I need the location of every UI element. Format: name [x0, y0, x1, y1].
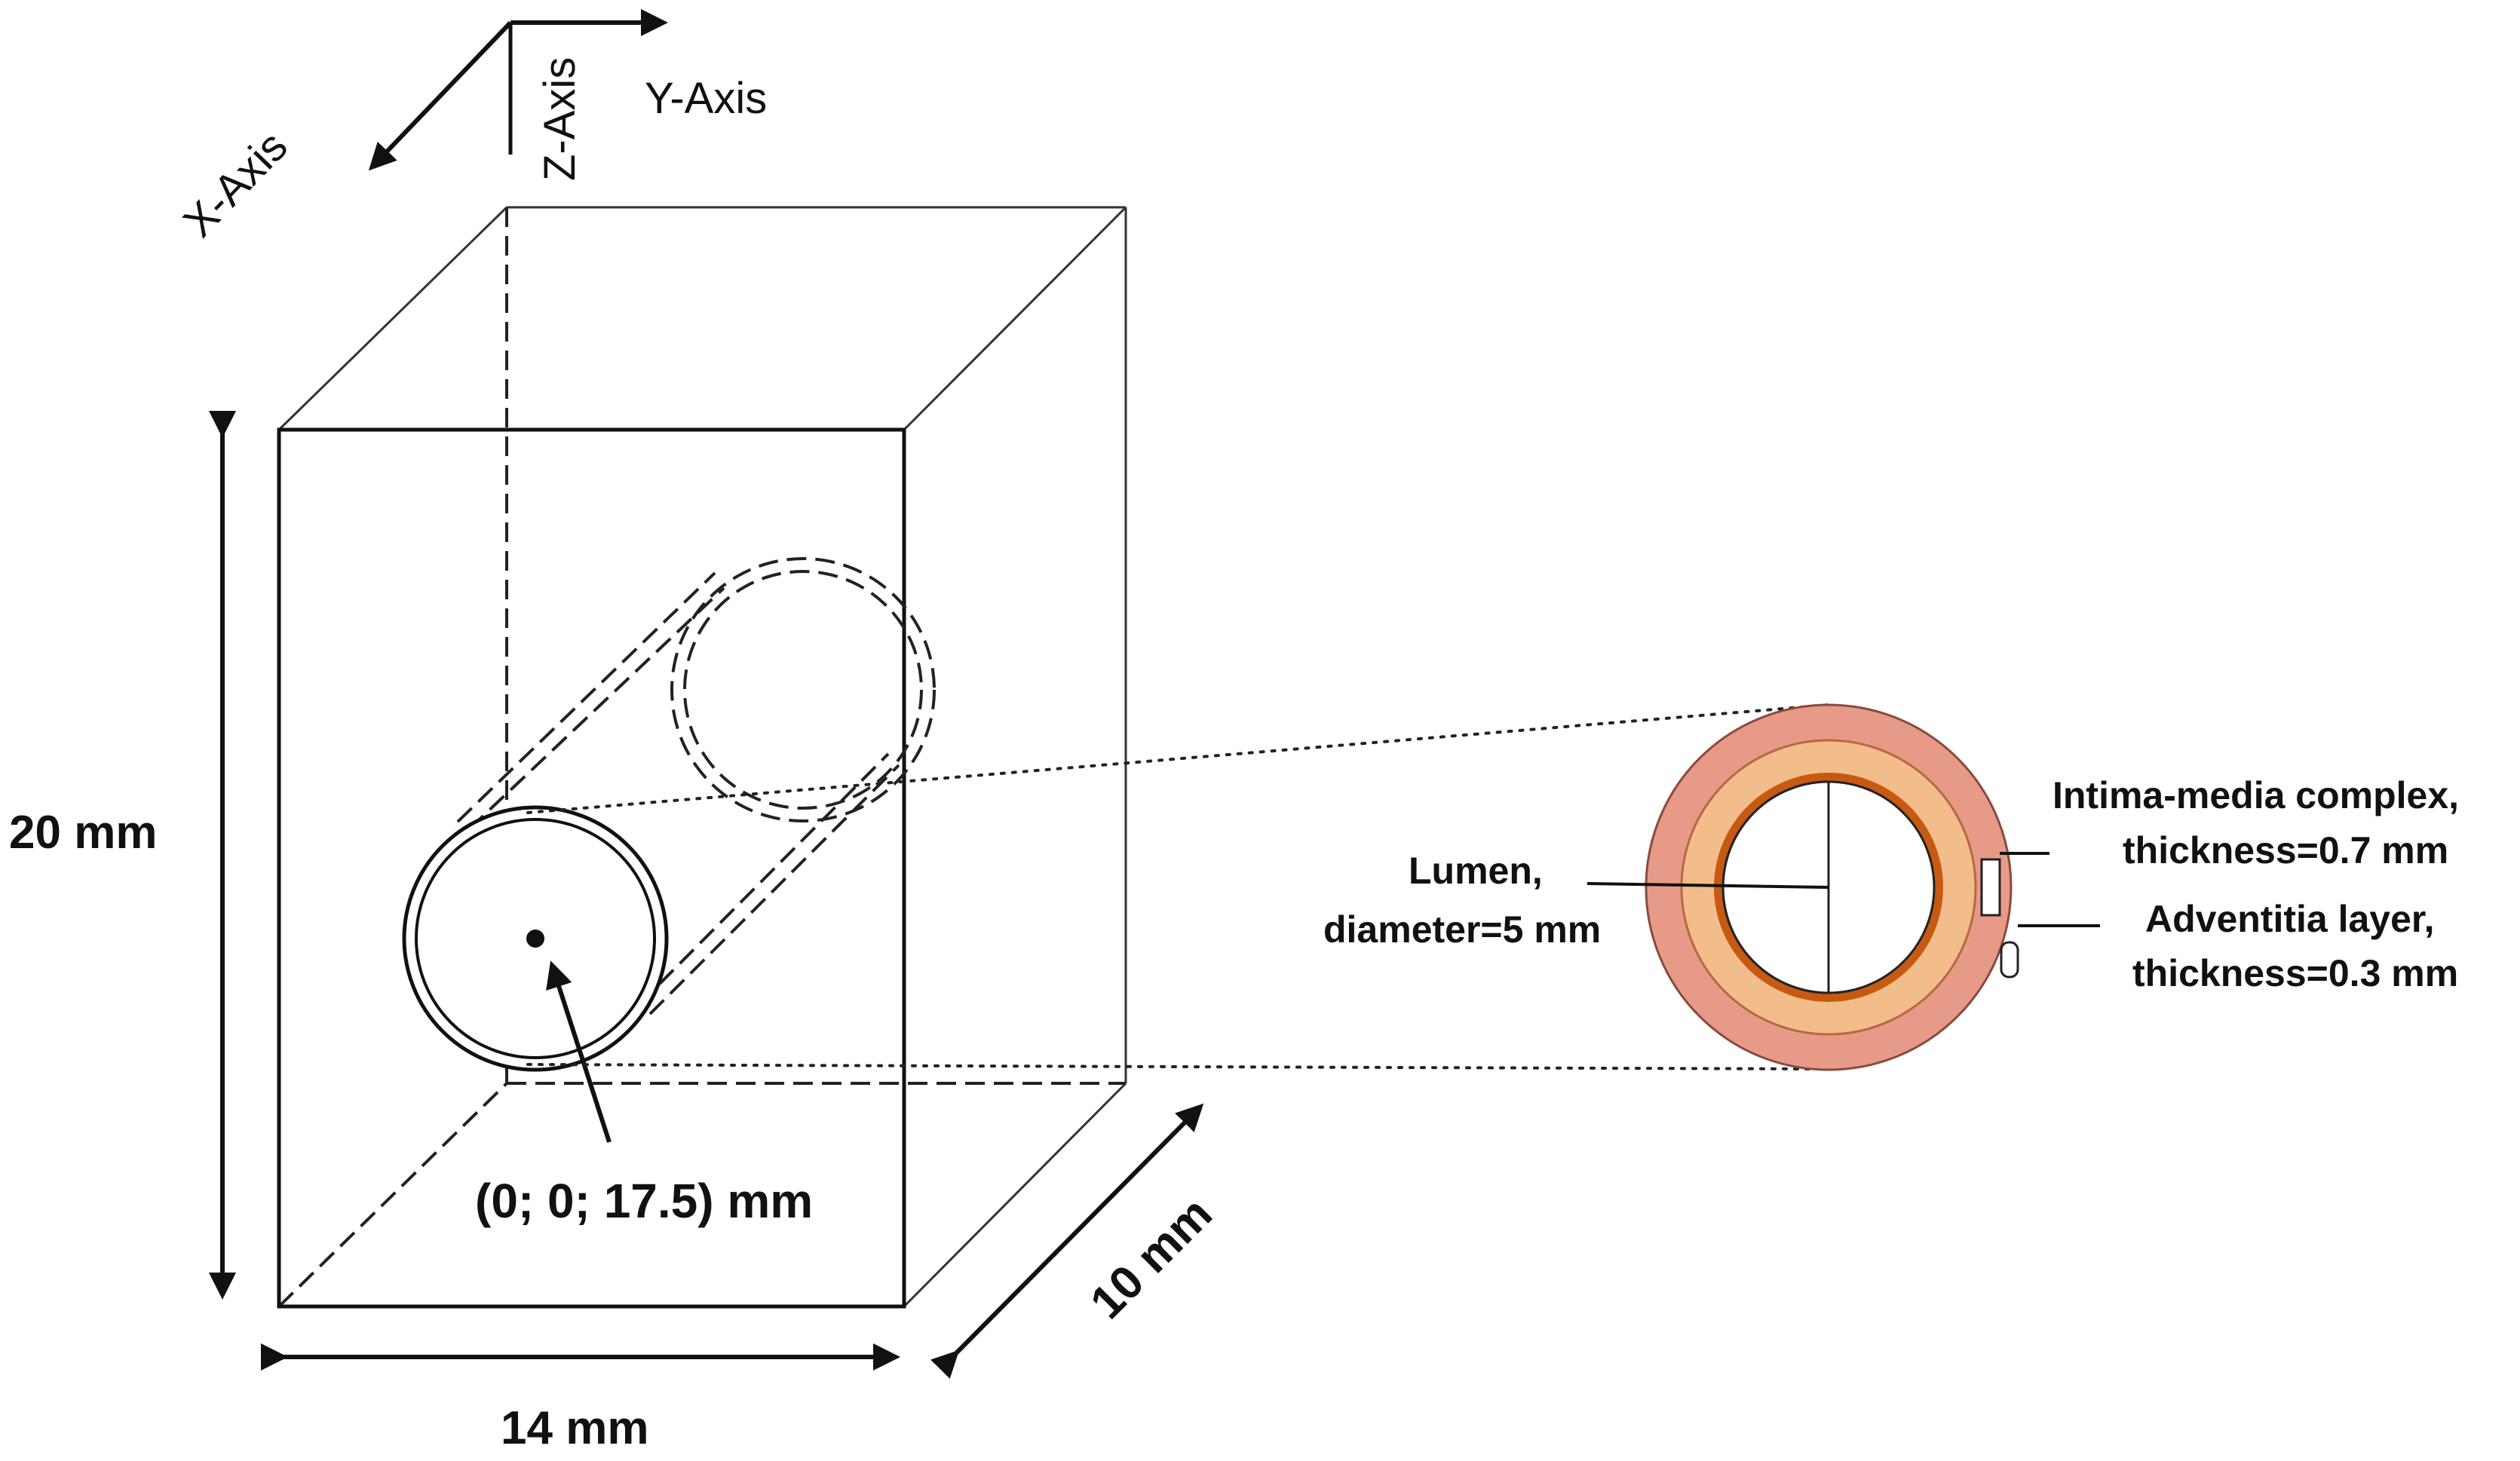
dimension-height: 20 mm: [9, 411, 236, 1300]
center-point-marker: [526, 930, 544, 948]
intima-thickness-marker: [1980, 858, 2001, 917]
adventitia-label-line1: Adventitia layer,: [2145, 898, 2435, 940]
intima-label-line2: thickness=0.7 mm: [2123, 829, 2448, 871]
box-top-right-edge: [903, 206, 1127, 431]
height-label: 20 mm: [9, 807, 157, 859]
center-point-pointer: [546, 960, 612, 1143]
lumen-annotation: Lumen, diameter=5 mm: [1323, 850, 1829, 951]
adventitia-label-line2: thickness=0.3 mm: [2132, 952, 2458, 994]
projection-line-top: [526, 703, 1830, 814]
adventitia-thickness-marker: [2000, 941, 2019, 979]
lumen-label-line2: diameter=5 mm: [1323, 908, 1601, 951]
tube-top-outline: [456, 571, 716, 823]
dimension-depth: 10 mm: [930, 1103, 1222, 1379]
depth-arrow: [930, 1103, 1204, 1379]
intima-label-line1: Intima-media complex,: [2052, 774, 2459, 816]
projection-line-bottom: [526, 1063, 1830, 1070]
tube-far-outer-circle: [670, 557, 936, 822]
tube-bottom-outline-inner: [638, 752, 890, 1006]
box-hidden-diagonal-edge: [277, 1082, 508, 1308]
intima-annotation: Intima-media complex, thickness=0.7 mm: [2000, 774, 2459, 871]
dimension-width: 14 mm: [261, 1343, 900, 1454]
vessel-tube: [402, 557, 936, 1072]
lumen-leader: [1586, 882, 1829, 889]
lumen-label-line1: Lumen,: [1409, 850, 1543, 892]
axis-indicator: X-Axis Z-Axis Y-Axis: [174, 9, 767, 247]
x-axis-arrow: [368, 20, 513, 171]
box-front-face: [277, 427, 906, 1309]
z-axis-label: Z-Axis: [535, 57, 584, 181]
adventitia-annotation: Adventitia layer, thickness=0.3 mm: [2018, 898, 2458, 994]
center-point-label: (0; 0; 17.5) mm: [475, 1174, 813, 1228]
tube-top-outline-inner: [468, 587, 725, 831]
box-bottom-right-edge: [903, 1082, 1127, 1308]
x-axis-label: X-Axis: [174, 121, 297, 247]
vessel-cross-section: [1645, 703, 2019, 1071]
box-top-left-edge: [277, 206, 508, 431]
y-axis-label: Y-Axis: [645, 74, 767, 123]
tube-bottom-outline: [648, 764, 900, 1015]
width-label: 14 mm: [501, 1402, 648, 1454]
tube-far-inner-circle: [683, 570, 923, 810]
phantom-block: [277, 206, 1127, 1309]
